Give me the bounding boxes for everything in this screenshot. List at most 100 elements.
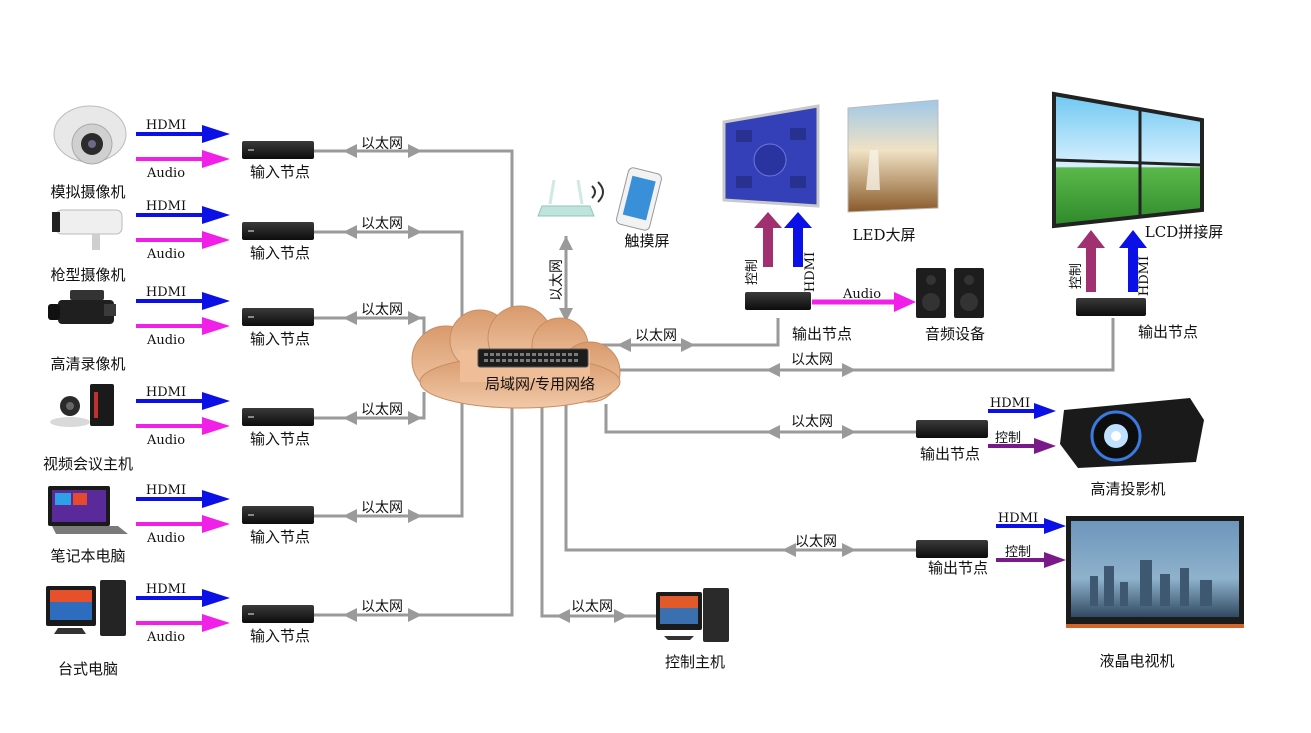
- switch-ports: [484, 353, 578, 362]
- lcd-control-label: 控制: [1069, 263, 1084, 289]
- source-label: 高清录像机: [50, 355, 125, 373]
- led-panel-icon: [722, 104, 820, 208]
- touch-ethernet-label: 以太网: [549, 259, 565, 301]
- input-node-device: [242, 222, 314, 240]
- led-control-label: 控制: [745, 259, 760, 285]
- ethernet-arrowheads: [343, 144, 856, 623]
- ethernet-wiring: [314, 149, 1115, 618]
- ethernet-label: 以太网: [635, 328, 677, 344]
- input-node-label: 输入节点: [250, 163, 310, 181]
- video-conference-icon: [50, 384, 114, 427]
- led-wall-label: LED大屏: [853, 226, 916, 244]
- tv-control-label: 控制: [1005, 545, 1031, 560]
- ethernet-label: 以太网: [361, 599, 403, 615]
- source-label: 台式电脑: [58, 660, 118, 678]
- ethernet-label: 以太网: [361, 216, 403, 232]
- projector-hdmi-label: HDMI: [990, 396, 1030, 411]
- bullet-camera-icon: [52, 209, 123, 250]
- ethernet-label: 以太网: [791, 352, 833, 368]
- ethernet-label: 以太网: [571, 599, 613, 615]
- source-label: 模拟摄像机: [50, 183, 125, 201]
- input-node-device: [242, 605, 314, 623]
- source-label: 视频会议主机: [43, 455, 133, 473]
- input-node-device: [242, 141, 314, 159]
- hdmi-label: HDMI: [146, 483, 186, 498]
- input-node-device: [242, 308, 314, 326]
- audio-label: Audio: [146, 166, 185, 181]
- lcd-video-wall-icon: [1052, 91, 1204, 229]
- hdmi-label: HDMI: [146, 582, 186, 597]
- lcd-hdmi-arrow: [1128, 244, 1138, 292]
- control-host-icon: [656, 588, 729, 642]
- led-output-node-label: 输出节点: [792, 325, 852, 343]
- source-row: 模拟摄像机 HDMI Audio 输入节点: [50, 105, 314, 201]
- lcd-control-arrow: [1086, 244, 1096, 292]
- led-control-arrow: [763, 225, 773, 267]
- tv-hdmi-label: HDMI: [998, 511, 1038, 526]
- hdmi-label: HDMI: [146, 285, 186, 300]
- dome-camera-icon: [53, 105, 127, 165]
- projector-label: 高清投影机: [1090, 480, 1165, 498]
- speaker-audio-label: Audio: [842, 287, 881, 302]
- source-row: 视频会议主机 HDMI Audio 输入节点: [43, 384, 314, 473]
- tablet-icon: [616, 167, 662, 231]
- source-label: 笔记本电脑: [50, 547, 125, 565]
- input-node-device: [242, 408, 314, 426]
- audio-label: Audio: [146, 333, 185, 348]
- lcd-output-node-device: [1076, 298, 1146, 316]
- input-node-device: [242, 506, 314, 524]
- lcd-output-node-label: 输出节点: [1138, 323, 1198, 341]
- lcd-hdmi-label: HDMI: [1137, 256, 1152, 296]
- ethernet-label: 以太网: [791, 414, 833, 430]
- led-screen-icon: [847, 99, 939, 213]
- led-hdmi-label: HDMI: [803, 252, 818, 292]
- ethernet-label: 以太网: [361, 136, 403, 152]
- router-icon: [537, 179, 604, 217]
- lcd-wall-label: LCD拼接屏: [1145, 223, 1223, 241]
- control-host-label: 控制主机: [665, 653, 725, 671]
- projector-control-label: 控制: [995, 431, 1021, 446]
- network-switch-icon: [477, 348, 589, 368]
- input-node-label: 输入节点: [250, 627, 310, 645]
- camcorder-icon: [48, 290, 116, 324]
- input-node-label: 输入节点: [250, 330, 310, 348]
- source-row: 高清录像机 HDMI Audio 输入节点: [48, 285, 314, 373]
- desktop-pc-icon: [46, 580, 126, 636]
- hdmi-label: HDMI: [146, 385, 186, 400]
- tv-output-node-device: [916, 540, 988, 558]
- projector-output-node-label: 输出节点: [920, 445, 980, 463]
- ethernet-labels: 以太网 以太网 以太网 以太网 以太网 以太网 以太网 以太网 以太网 以太网 …: [361, 136, 837, 615]
- tv-output-node-label: 输出节点: [928, 559, 988, 577]
- source-row: 笔记本电脑 HDMI Audio 输入节点: [48, 483, 314, 565]
- input-node-label: 输入节点: [250, 528, 310, 546]
- source-row: 枪型摄像机 HDMI Audio 输入节点: [50, 199, 314, 284]
- network-label: 局域网/专用网络: [485, 375, 595, 393]
- led-output-node-device: [745, 292, 811, 310]
- laptop-icon: [48, 486, 128, 534]
- projector-output-node-device: [916, 420, 988, 438]
- ethernet-label: 以太网: [795, 534, 837, 550]
- tv-label: 液晶电视机: [1099, 652, 1174, 670]
- touch-screen-label: 触摸屏: [624, 232, 669, 250]
- audio-device-label: 音频设备: [925, 325, 985, 343]
- lcd-tv-icon: [1066, 516, 1244, 628]
- audio-label: Audio: [146, 247, 185, 262]
- input-node-label: 输入节点: [250, 430, 310, 448]
- audio-label: Audio: [146, 531, 185, 546]
- projector-icon: [1060, 398, 1204, 468]
- input-node-label: 输入节点: [250, 244, 310, 262]
- hdmi-label: HDMI: [146, 199, 186, 214]
- source-row: 台式电脑 HDMI Audio 输入节点: [46, 580, 314, 678]
- led-hdmi-arrow: [793, 225, 803, 267]
- speaker-icon: [916, 268, 984, 318]
- audio-label: Audio: [146, 630, 185, 645]
- audio-label: Audio: [146, 433, 185, 448]
- ethernet-label: 以太网: [361, 302, 403, 318]
- lan-cloud: 局域网/专用网络: [411, 305, 621, 409]
- ethernet-label: 以太网: [361, 402, 403, 418]
- hdmi-label: HDMI: [146, 118, 186, 133]
- source-label: 枪型摄像机: [50, 266, 125, 284]
- ethernet-label: 以太网: [361, 500, 403, 516]
